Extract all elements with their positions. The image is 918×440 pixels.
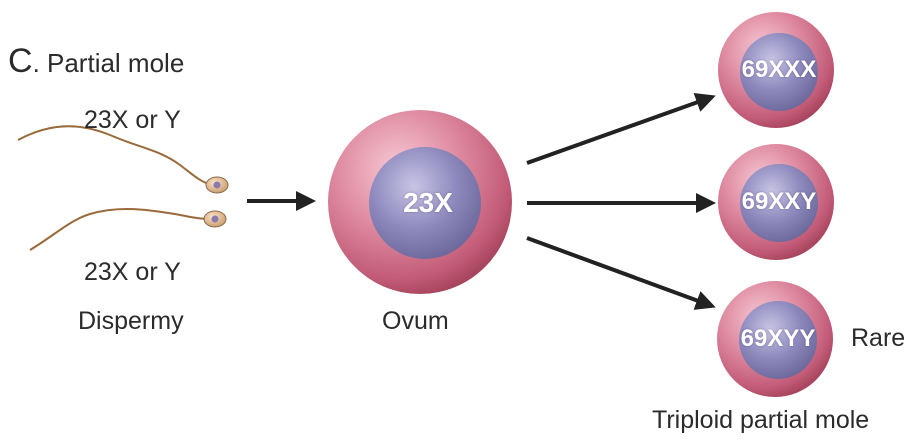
ovum-nucleus [369, 147, 481, 259]
ovum-cell [328, 110, 512, 294]
sperm-tail [17, 125, 213, 186]
outcome-cell-2 [718, 144, 834, 260]
outcome-cell-3 [717, 281, 833, 397]
outcome-nucleus [740, 164, 818, 242]
triploid-caption: Triploid partial mole [652, 406, 870, 434]
outcome-cell-1 [718, 12, 834, 128]
dispermy-caption: Dispermy [78, 307, 184, 335]
sperm-top-label: 23X or Y [84, 106, 181, 134]
ovum-caption: Ovum [382, 307, 449, 335]
panel-heading: C. Partial mole [8, 44, 184, 78]
sperm-top [17, 125, 229, 194]
outcome-arrow-1 [526, 92, 716, 165]
sperm-bottom [29, 207, 227, 251]
panel-letter: C [8, 42, 33, 80]
outcome-arrow-3 [526, 236, 716, 310]
rare-note: Rare [851, 324, 906, 352]
outcome-nucleus [740, 33, 818, 111]
outcome-karyotype-3: 69XYY [740, 325, 816, 352]
outcome-karyotype-1: 69XXX [741, 56, 817, 83]
panel-title: . Partial mole [32, 48, 185, 78]
outcome-nucleus [739, 301, 817, 379]
ovum-nucleus-label: 23X [403, 187, 453, 218]
sperm-tail [29, 207, 211, 251]
outcome-karyotype-2: 69XXY [741, 188, 817, 215]
sperm-bottom-label: 23X or Y [84, 258, 181, 286]
